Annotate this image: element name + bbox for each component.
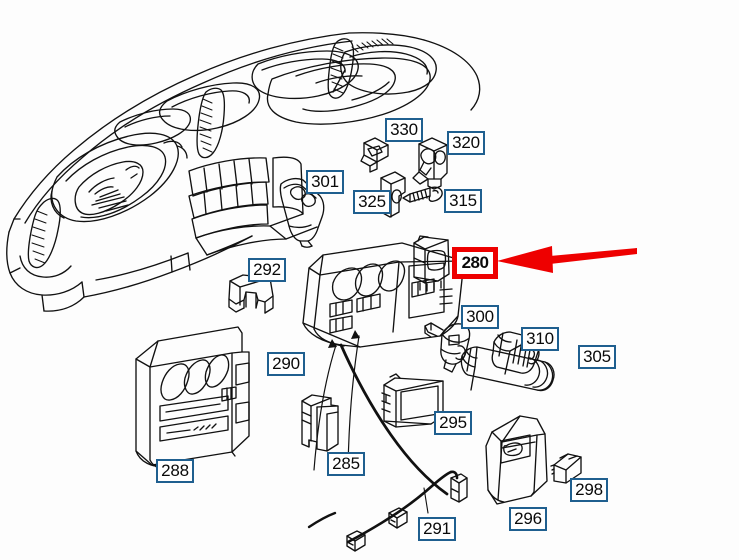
callout-325[interactable]: 325: [353, 190, 391, 214]
callout-290[interactable]: 290: [267, 352, 305, 376]
callout-320[interactable]: 320: [447, 131, 485, 155]
part-290-center-console-trim: [302, 242, 465, 348]
part-291-wiring-harness: [339, 343, 468, 552]
callout-330[interactable]: 330: [385, 118, 423, 142]
part-300-cigarette-lighter-socket: [424, 322, 471, 373]
part-288-instrument-cluster-bezel: [135, 326, 250, 471]
callout-295[interactable]: 295: [434, 411, 472, 435]
part-296-storage-compartment-lid: [485, 415, 548, 505]
part-330-retaining-clip: [360, 137, 389, 173]
part-315-screw: [402, 186, 443, 203]
part-305-lighter-knob: [460, 346, 555, 392]
harness-branch: [307, 511, 337, 529]
callout-292[interactable]: 292: [248, 258, 286, 282]
part-298-trim-cap: [550, 453, 582, 484]
callout-305[interactable]: 305: [578, 345, 616, 369]
callout-301[interactable]: 301: [306, 170, 344, 194]
callout-288[interactable]: 288: [156, 459, 194, 483]
callout-315[interactable]: 315: [444, 189, 482, 213]
part-301-window-switch-panel: [279, 177, 325, 248]
callout-296[interactable]: 296: [509, 507, 547, 531]
callout-280-highlighted[interactable]: 280: [452, 247, 498, 279]
part-320-mounting-bracket: [412, 137, 448, 190]
callout-298[interactable]: 298: [570, 478, 608, 502]
callout-285[interactable]: 285: [327, 452, 365, 476]
part-285-switch-blank-cover: [301, 394, 339, 452]
dashboard-assembly: [6, 32, 481, 312]
callout-291[interactable]: 291: [418, 517, 456, 541]
callout-300[interactable]: 300: [461, 305, 499, 329]
callout-310[interactable]: 310: [521, 327, 559, 351]
